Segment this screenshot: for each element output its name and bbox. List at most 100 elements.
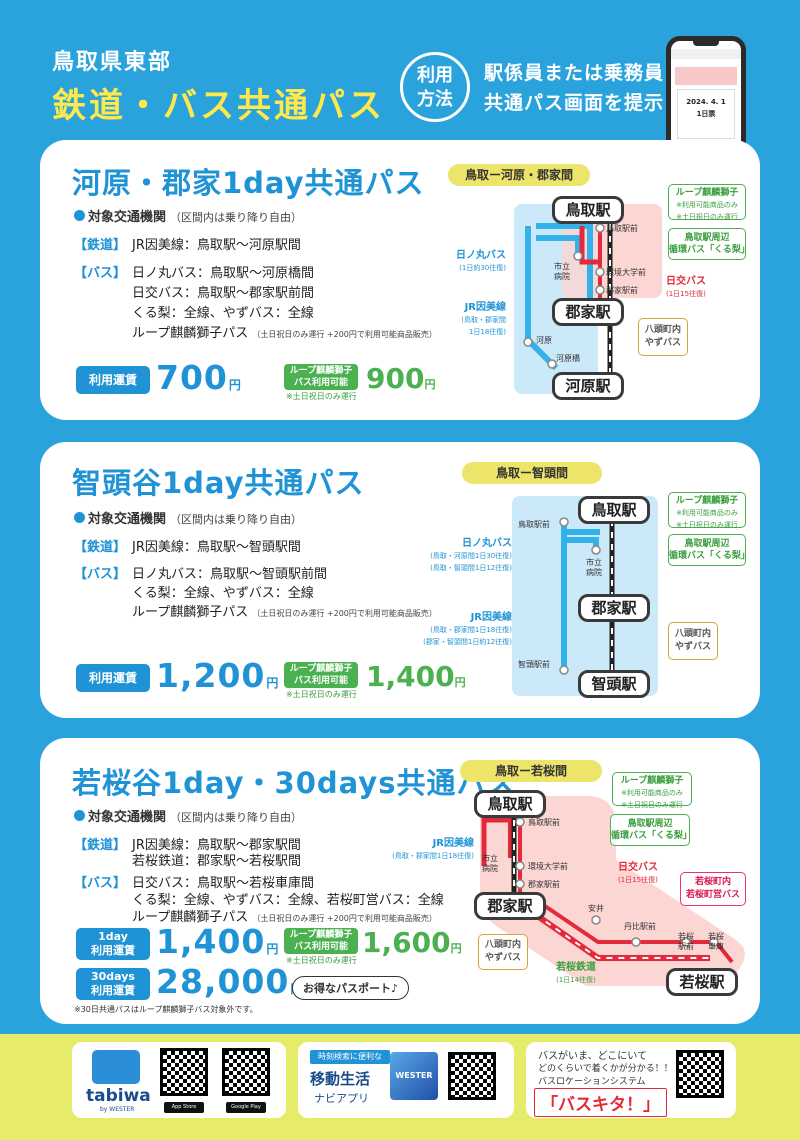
pass1-nikko-label: 日交バス(1日15往復) <box>666 276 706 298</box>
pass1-stop-shiritsu: 市立 <box>554 262 570 271</box>
pass1-stop-kouge-eki-mae: 郡家駅前 <box>606 286 638 295</box>
pass2-station-chizu: 智頭駅 <box>578 670 650 698</box>
usage-line2: 共通パス画面を提示！ <box>484 92 685 114</box>
ido-sub: ナビアプリ <box>314 1092 369 1105</box>
pass2-bus-2: くる梨：全線、やずバス：全線 <box>132 586 314 601</box>
phone-date: 2024. 4. 1 <box>686 98 726 106</box>
pass2-bus-1: 【バス】日ノ丸バス：鳥取駅～智頭駅前間 <box>74 567 328 582</box>
usage-instructions: 駅係員または乗務員に 共通パス画面を提示！ <box>484 58 684 118</box>
pass2-stop-chizu-eki-mae: 智頭駅前 <box>518 660 550 669</box>
buskita-name: 「バスキタ！」 <box>534 1088 667 1117</box>
bullet-icon <box>74 810 85 821</box>
tabiwa-logo-text: tabiwa <box>86 1086 151 1106</box>
usage-method-badge: 利用 方法 <box>400 52 470 122</box>
phone-days: 1日票 <box>696 110 716 118</box>
pass2-station-tottori: 鳥取駅 <box>578 496 650 524</box>
pass3-title: 若桜谷1day・30days共通パス <box>72 766 517 800</box>
pass1-price: 700円 <box>156 358 242 397</box>
pass1-station-tottori: 鳥取駅 <box>552 196 624 224</box>
pass3-stop-tanpi: 丹比駅前 <box>624 922 656 931</box>
pass3-station-tottori: 鳥取駅 <box>474 790 546 818</box>
app-store-badge[interactable]: App Store <box>164 1102 204 1113</box>
bullet-icon <box>74 210 85 221</box>
pass1-bus-1: 【バス】日ノ丸バス：鳥取駅～河原橋間 <box>74 266 315 281</box>
pass2-kuruna-box: 鳥取駅周辺循環バス「くる梨」 <box>668 534 750 566</box>
pass3-rail-2: 若桜鉄道：郡家駅～若桜駅間 <box>132 854 302 869</box>
usage-badge-line2: 方法 <box>417 89 453 110</box>
pass3-yazu-box: 八頭町内やずバス <box>478 934 528 970</box>
pass2-stop-tottori-eki-mae: 鳥取駅前 <box>518 520 550 529</box>
pass3-wakasa-bus-box: 若桜町内若桜町営バス <box>680 872 746 906</box>
pass1-hinomaru-label: 日ノ丸バス(1日約30往復) <box>456 250 506 272</box>
pass1-stop-kawahara: 河原 <box>536 336 552 345</box>
pass1-rail: 【鉄道】JR因美線：鳥取駅～河原駅間 <box>74 238 301 253</box>
pass2-stop-byouin: 病院 <box>586 568 602 577</box>
pass2-title: 智頭谷1day共通パス <box>72 466 365 500</box>
pass3-stop-kankyo: 環境大学前 <box>528 862 568 871</box>
pass3-map-section: 鳥取ー若桜間 <box>460 760 602 782</box>
qr-code-icon[interactable] <box>448 1052 496 1100</box>
pass1-price-label: 利用運賃 <box>76 366 150 394</box>
pass3-price-30days: 28,000円 <box>156 962 302 1001</box>
pass1-loop: ループ麒麟獅子パス （土日祝日のみ運行 +200円で利用可能商品販売） <box>132 326 437 341</box>
pass3-otoku-bubble: お得なパスポート♪ <box>292 976 410 1000</box>
pass3-kuruna-box: 鳥取駅周辺循環バス「くる梨」 <box>610 814 692 846</box>
pass2-price: 1,200円 <box>156 656 280 695</box>
pass3-target: 対象交通機関（区間内は乗り降り自由） <box>74 806 302 825</box>
pass3-stop-byouin: 病院 <box>482 864 498 873</box>
pass3-bus-2: くる梨：全線、やずバス：全線、若桜町営バス：全線 <box>132 893 444 908</box>
pass1-loop-note: ※土日祝日のみ運行 <box>286 392 357 401</box>
pass2-loop-note: ※土日祝日のみ運行 <box>286 690 357 699</box>
pass3-wakasa-rail-label: 若桜鉄道(1日14往復) <box>556 962 596 984</box>
usage-badge-line1: 利用 <box>417 65 453 86</box>
pass3-stop-shiritsu: 市立 <box>482 854 498 863</box>
pass1-yazu-box: 八頭町内やずバス <box>638 318 688 356</box>
pass1-stop-kankyo: 環境大学前 <box>606 268 646 277</box>
pass1-loop-tag: ループ麒麟獅子バス利用可能 <box>284 364 358 390</box>
pass3-loop-tag: ループ麒麟獅子バス利用可能 <box>284 928 358 954</box>
pass2-map-section: 鳥取ー智頭間 <box>462 462 602 484</box>
pass3-station-kouge: 郡家駅 <box>474 892 546 920</box>
pass1-stop-kawahara-bashi: 河原橋 <box>556 354 580 363</box>
pass2-hinomaru-label: 日ノ丸バス(鳥取・河原間1日30往復)(鳥取・智頭間1日12往復) <box>430 538 512 572</box>
buskita-line2: どのくらいで着くかが分かる！！ <box>538 1064 673 1074</box>
tabiwa-bag-icon <box>92 1050 140 1084</box>
pass2-price-label: 利用運賃 <box>76 664 150 692</box>
pass3-nikko-label: 日交バス(1日15往復) <box>618 862 658 884</box>
pass3-stop-tottori-eki-mae: 鳥取駅前 <box>528 818 560 827</box>
pass3-stop-yasui: 安井 <box>588 904 604 913</box>
pass2-rail: 【鉄道】JR因美線：鳥取駅～智頭駅間 <box>74 540 301 555</box>
pass3-stop-kouge-eki-mae: 郡家駅前 <box>528 880 560 889</box>
ido-title: 移動生活 <box>310 1070 371 1088</box>
qr-code-icon[interactable] <box>160 1048 208 1096</box>
qr-code-icon[interactable] <box>676 1050 724 1098</box>
pass2-target: 対象交通機関（区間内は乗り降り自由） <box>74 508 302 527</box>
pass3-loop-box: ループ麒麟獅子※利用可能商品のみ※土日祝日のみ運行 <box>612 772 692 809</box>
pass3-route-map <box>480 796 745 986</box>
pass1-map-section: 鳥取ー河原・郡家間 <box>448 164 590 186</box>
pass2-station-kouge: 郡家駅 <box>578 594 650 622</box>
pass2-jr-label: JR因美線(鳥取・郡家間1日18往復)(郡家・智頭間1日約12往復) <box>423 612 512 646</box>
pass3-jr-label: JR因美線(鳥取・郡家間1日18往復) <box>392 838 474 860</box>
pass1-station-kawahara: 河原駅 <box>552 372 624 400</box>
pass3-footnote: ※30日共通パスはループ麒麟獅子バス対象外です。 <box>74 1005 258 1014</box>
pass2-loop: ループ麒麟獅子パス （土日祝日のみ運行 +200円で利用可能商品販売） <box>132 605 437 620</box>
pass1-bus-3: くる梨：全線、やずバス：全線 <box>132 306 314 321</box>
pass3-stop-wakasa-eki-mae: 若桜駅前 <box>678 932 694 951</box>
google-play-badge[interactable]: Google Play <box>226 1102 266 1113</box>
pass3-rail-1: 【鉄道】JR因美線：鳥取駅～郡家駅間 <box>74 838 301 853</box>
pass3-bus-1: 【バス】日交バス：鳥取駅～若桜車庫間 <box>74 876 315 891</box>
pass2-price-loop: 1,400円 <box>366 660 466 693</box>
pass1-title: 河原・郡家1day共通パス <box>72 166 425 200</box>
pass3-stop-wakasa-shako: 若桜車庫 <box>708 932 724 951</box>
pass1-kuruna-box: 鳥取駅周辺循環バス「くる梨」 <box>668 228 750 260</box>
header-title: 鉄道・バス共通パス <box>52 86 385 126</box>
pass2-loop-box: ループ麒麟獅子※利用可能商品のみ※土日祝日のみ運行 <box>668 492 746 529</box>
pass2-loop-tag: ループ麒麟獅子バス利用可能 <box>284 662 358 688</box>
pass1-stop-tottori-eki-mae: 鳥取駅前 <box>606 224 638 233</box>
buskita-line1: バスがいま、どこにいて <box>538 1051 647 1062</box>
qr-code-icon[interactable] <box>222 1048 270 1096</box>
pass1-bus-2: 日交バス：鳥取駅～郡家駅前間 <box>132 286 315 301</box>
pass3-loop-note: ※土日祝日のみ運行 <box>286 956 357 965</box>
